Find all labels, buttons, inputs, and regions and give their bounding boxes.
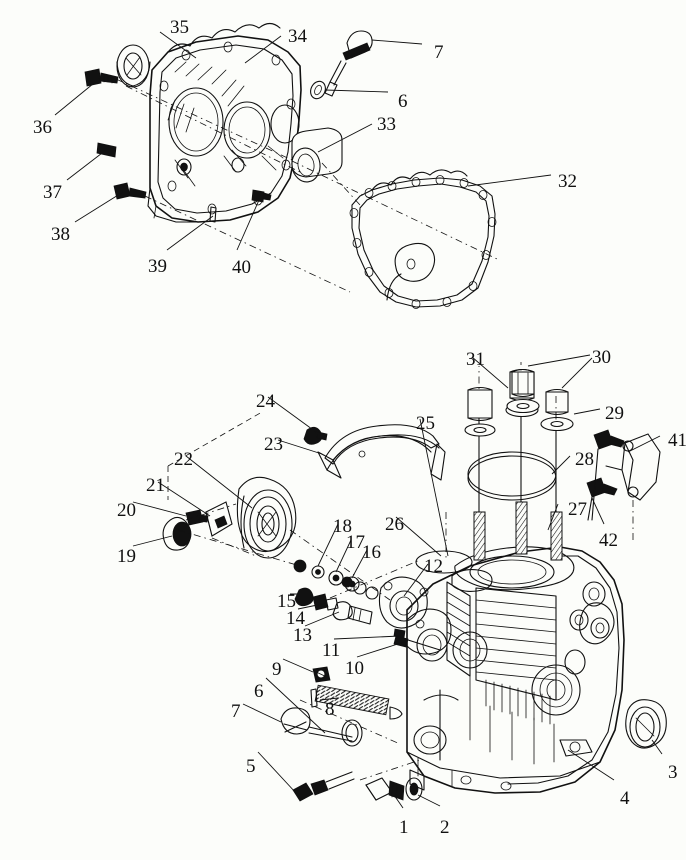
callout-26: 26: [385, 514, 404, 535]
retainer-plate-21-art: [205, 501, 233, 537]
callout-2: 2: [440, 817, 450, 838]
callout-39: 39: [148, 256, 167, 277]
callout-19: 19: [117, 546, 136, 567]
bolt-38-art: [113, 182, 147, 200]
callout-21: 21: [146, 475, 165, 496]
callout-28: 28: [575, 449, 594, 470]
callout-24: 24: [256, 391, 275, 412]
screw-05-art: [292, 771, 355, 802]
callout-9: 9: [272, 659, 282, 680]
crankcase-body-art: [406, 546, 625, 794]
callout-6-lower: 6: [254, 681, 264, 702]
upper-leader-lines: [54, 31, 552, 293]
callout-15: 15: [277, 591, 296, 612]
callout-27: 27: [568, 499, 587, 520]
callout-16: 16: [362, 542, 381, 563]
callout-10: 10: [345, 658, 364, 679]
callout-17: 17: [346, 532, 365, 553]
callout-37: 37: [43, 182, 62, 203]
screw-24-art: [303, 426, 328, 445]
dipstick-07-art: [324, 30, 373, 97]
governor-spring-08-art: [310, 684, 403, 720]
roll-pin-39-art: [209, 206, 217, 223]
callout-31: 31: [466, 349, 485, 370]
callout-33: 33: [377, 114, 396, 135]
oil-seal-19-art: [162, 516, 192, 551]
nut-09-art: [312, 666, 331, 683]
governor-housing-12-art: [378, 576, 429, 639]
bracket-bolts-art: [586, 429, 625, 521]
callout-38: 38: [51, 224, 70, 245]
pin-20-art: [185, 509, 209, 526]
callout-6-upper: 6: [398, 91, 408, 112]
callout-25: 25: [416, 413, 435, 434]
callout-20: 20: [117, 500, 136, 521]
screw-07-lower-art: [280, 707, 353, 742]
callout-14: 14: [286, 608, 305, 629]
bolt-36-art: [84, 68, 119, 87]
callout-32: 32: [558, 171, 577, 192]
crankcase-cover-gasket-art: [349, 169, 497, 309]
oil-seal-03-art: [625, 699, 667, 749]
callout-36: 36: [33, 117, 52, 138]
callout-13: 13: [293, 625, 312, 646]
o-ring-06-lower-art: [341, 719, 363, 747]
camshaft-bushing-art: [116, 44, 151, 88]
o-ring-06-art: [310, 80, 326, 100]
callout-22: 22: [174, 449, 193, 470]
lower-leader-lines: [132, 354, 663, 809]
callout-29: 29: [605, 403, 624, 424]
callout-3: 3: [668, 762, 678, 783]
cylinder-seat-26-art: [415, 550, 473, 574]
callout-23: 23: [264, 434, 283, 455]
callout-5: 5: [246, 756, 256, 777]
callout-12: 12: [424, 556, 443, 577]
callout-1: 1: [399, 817, 409, 838]
cylinder-o-ring-28-art: [467, 451, 557, 501]
centre-stud-nut-art: [506, 368, 540, 414]
callout-7-lower: 7: [231, 701, 241, 722]
callout-34: 34: [288, 26, 307, 47]
callout-11: 11: [322, 640, 341, 661]
breather-baffle-23-art: [317, 424, 446, 481]
callout-18: 18: [333, 516, 352, 537]
callout-7-upper: 7: [434, 42, 444, 63]
washer-group-16-18-art: [293, 559, 379, 600]
crankcase-cover-art: [147, 22, 302, 223]
callout-41: 41: [668, 430, 686, 451]
callout-35: 35: [170, 17, 189, 38]
fastener-stack-13-15-art: [294, 587, 373, 625]
callout-42: 42: [599, 530, 618, 551]
callout-30: 30: [592, 347, 611, 368]
plug-40-art: [251, 189, 272, 203]
oil-seal-33-art: [291, 127, 343, 183]
callout-8: 8: [325, 699, 335, 720]
callout-4: 4: [620, 788, 630, 809]
drain-plug-art: [365, 777, 423, 801]
ball-bearing-22-art: [236, 476, 297, 559]
callout-40: 40: [232, 257, 251, 278]
